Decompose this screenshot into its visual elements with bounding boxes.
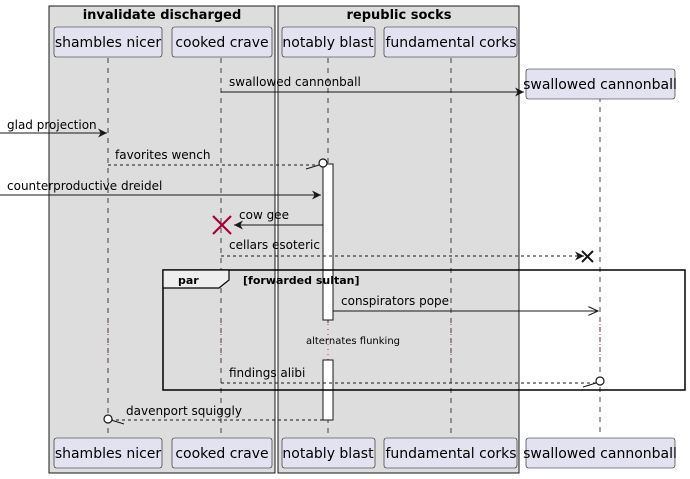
participant-label: notably blast xyxy=(282,35,374,51)
participant-swallowed-cannonball-created[interactable]: swallowed cannonball xyxy=(523,68,677,100)
participant-fundamental-corks-top[interactable]: fundamental corks xyxy=(383,26,518,58)
participant-shambles-nicer-top[interactable]: shambles nicer xyxy=(53,26,163,58)
message-label: cellars esoteric xyxy=(229,238,320,252)
fragment-keyword: par xyxy=(178,274,199,287)
participant-notably-blast-bottom[interactable]: notably blast xyxy=(281,437,376,469)
participant-notably-blast-top[interactable]: notably blast xyxy=(281,26,376,58)
participant-label: swallowed cannonball xyxy=(523,446,677,462)
participant-label: notably blast xyxy=(282,446,374,462)
message-cellars-esoteric: cellars esoteric xyxy=(221,238,584,261)
message-label: glad projection xyxy=(7,118,97,132)
box-title-republic-socks: republic socks xyxy=(347,8,452,23)
participant-label: shambles nicer xyxy=(55,446,162,462)
message-swallowed-cannonball: swallowed cannonball xyxy=(221,75,524,97)
message-label: findings alibi xyxy=(229,366,305,380)
participant-swallowed-cannonball-bottom[interactable]: swallowed cannonball xyxy=(523,437,677,469)
message-conspirators-pope: conspirators pope xyxy=(333,294,598,311)
message-counterproductive-dreidel: counterproductive dreidel xyxy=(0,179,321,200)
activation-bar-upper xyxy=(322,163,334,321)
participant-label: cooked crave xyxy=(175,446,268,462)
box-title-invalidate-discharged: invalidate discharged xyxy=(83,8,242,23)
message-cow-gee: cow gee xyxy=(234,208,323,230)
participant-cooked-crave-top[interactable]: cooked crave xyxy=(171,26,273,58)
divider-alternates-flunking: alternates flunking xyxy=(294,323,410,359)
lost-message-cross-icon xyxy=(581,250,594,263)
participant-label: fundamental corks xyxy=(385,35,516,51)
box-republic-socks: republic socks xyxy=(277,5,520,474)
fragment-par: par [forwarded sultan] xyxy=(162,269,686,391)
message-label: conspirators pope xyxy=(341,294,449,308)
message-label: cow gee xyxy=(239,208,289,222)
destroy-cooked-crave-icon xyxy=(212,215,232,235)
message-label: davenport squiggly xyxy=(126,404,242,418)
message-glad-projection: glad projection xyxy=(0,118,107,138)
delay-dots xyxy=(107,324,601,358)
box-invalidate-discharged: invalidate discharged xyxy=(48,5,276,474)
message-label: counterproductive dreidel xyxy=(7,179,162,193)
participant-label: fundamental corks xyxy=(385,446,516,462)
message-favorites-wench: favorites wench xyxy=(108,148,328,170)
message-label: swallowed cannonball xyxy=(229,75,361,89)
participant-cooked-crave-bottom[interactable]: cooked crave xyxy=(171,437,273,469)
message-findings-alibi: findings alibi xyxy=(221,366,605,388)
message-label: favorites wench xyxy=(115,148,210,162)
participant-label: swallowed cannonball xyxy=(523,77,677,93)
fragment-guard: [forwarded sultan] xyxy=(243,274,360,287)
participant-shambles-nicer-bottom[interactable]: shambles nicer xyxy=(53,437,163,469)
participant-label: cooked crave xyxy=(175,35,268,51)
message-davenport-squiggly: davenport squiggly xyxy=(103,404,323,425)
participant-label: shambles nicer xyxy=(55,35,162,51)
participant-fundamental-corks-bottom[interactable]: fundamental corks xyxy=(383,437,518,469)
divider-label: alternates flunking xyxy=(306,336,400,347)
